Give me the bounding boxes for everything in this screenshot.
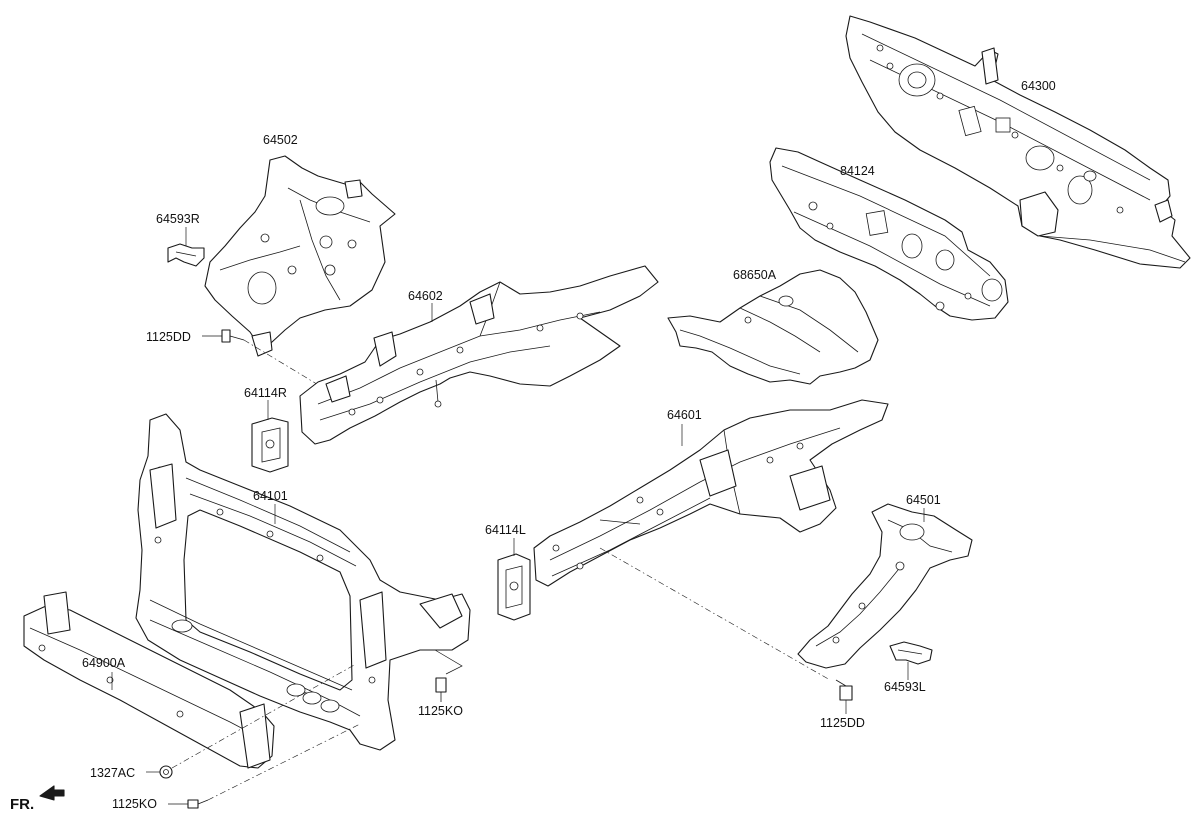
part-64593R-drawing bbox=[167, 227, 205, 267]
label-68650A: 68650A bbox=[733, 268, 777, 282]
label-1125KO-right: 1125KO bbox=[418, 704, 463, 718]
part-64900A-drawing bbox=[23, 591, 275, 769]
part-64300-drawing bbox=[845, 15, 1191, 269]
part-1125DD-right-drawing bbox=[202, 329, 331, 393]
label-1125DD-right: 1125DD bbox=[146, 330, 191, 344]
part-84124-drawing bbox=[769, 147, 1009, 321]
label-1125DD-left: 1125DD bbox=[820, 716, 865, 730]
label-64114L: 64114L bbox=[485, 523, 526, 537]
part-64114R-drawing bbox=[251, 400, 289, 473]
label-84124: 84124 bbox=[840, 164, 875, 178]
label-64101: 64101 bbox=[253, 489, 288, 503]
label-64593L: 64593L bbox=[884, 680, 926, 694]
label-1125KO-left: 1125KO bbox=[112, 797, 157, 811]
part-64602-drawing bbox=[299, 265, 659, 445]
label-1327AC: 1327AC bbox=[90, 766, 136, 780]
label-64601: 64601 bbox=[667, 408, 702, 422]
part-64101-drawing bbox=[135, 413, 471, 751]
label-64501: 64501 bbox=[906, 493, 941, 507]
part-64501-drawing bbox=[797, 503, 973, 669]
part-64601-drawing bbox=[533, 399, 889, 681]
front-indicator-label: FR. bbox=[10, 796, 35, 813]
part-1327AC-drawing bbox=[146, 663, 357, 779]
part-64114L-drawing bbox=[497, 538, 531, 621]
part-64593L-drawing bbox=[889, 641, 933, 680]
part-64502-drawing bbox=[204, 155, 396, 357]
part-68650A-drawing bbox=[667, 269, 879, 385]
label-64502: 64502 bbox=[263, 133, 298, 147]
front-arrow-icon bbox=[39, 785, 65, 801]
label-64900A: 64900A bbox=[82, 656, 126, 670]
part-1125DD-left-drawing bbox=[835, 679, 853, 714]
label-64602: 64602 bbox=[408, 289, 443, 303]
part-1125KO-left-drawing bbox=[168, 723, 361, 809]
label-64114R: 64114R bbox=[244, 386, 287, 400]
part-1125KO-right-drawing bbox=[435, 677, 447, 702]
label-64593R: 64593R bbox=[156, 212, 200, 226]
label-64300: 64300 bbox=[1021, 79, 1056, 93]
